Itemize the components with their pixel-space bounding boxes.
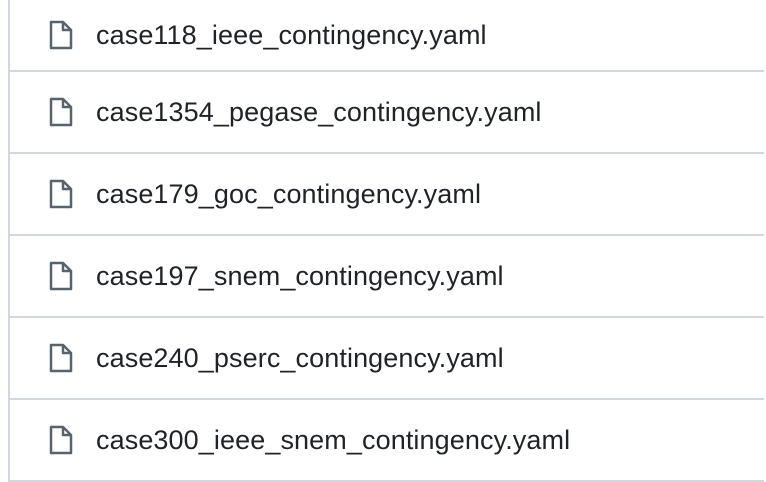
file-name-link[interactable]: case179_goc_contingency.yaml (96, 178, 482, 209)
file-row[interactable]: case300_ieee_snem_contingency.yaml (10, 400, 764, 482)
file-row[interactable]: case118_ieee_contingency.yaml (10, 0, 764, 72)
file-row[interactable]: case1354_pegase_contingency.yaml (10, 72, 764, 154)
file-icon (48, 343, 74, 373)
file-icon (48, 425, 74, 455)
file-row[interactable]: case197_snem_contingency.yaml (10, 236, 764, 318)
file-icon (48, 20, 74, 50)
file-name-link[interactable]: case1354_pegase_contingency.yaml (96, 96, 542, 127)
file-name-link[interactable]: case300_ieee_snem_contingency.yaml (96, 424, 571, 455)
file-list: case118_ieee_contingency.yaml case1354_p… (8, 0, 764, 482)
file-name-link[interactable]: case118_ieee_contingency.yaml (96, 19, 487, 50)
file-icon (48, 97, 74, 127)
file-icon (48, 261, 74, 291)
file-icon (48, 179, 74, 209)
file-name-link[interactable]: case197_snem_contingency.yaml (96, 260, 504, 291)
file-row[interactable]: case240_pserc_contingency.yaml (10, 318, 764, 400)
file-name-link[interactable]: case240_pserc_contingency.yaml (96, 342, 504, 373)
file-row[interactable]: case179_goc_contingency.yaml (10, 154, 764, 236)
